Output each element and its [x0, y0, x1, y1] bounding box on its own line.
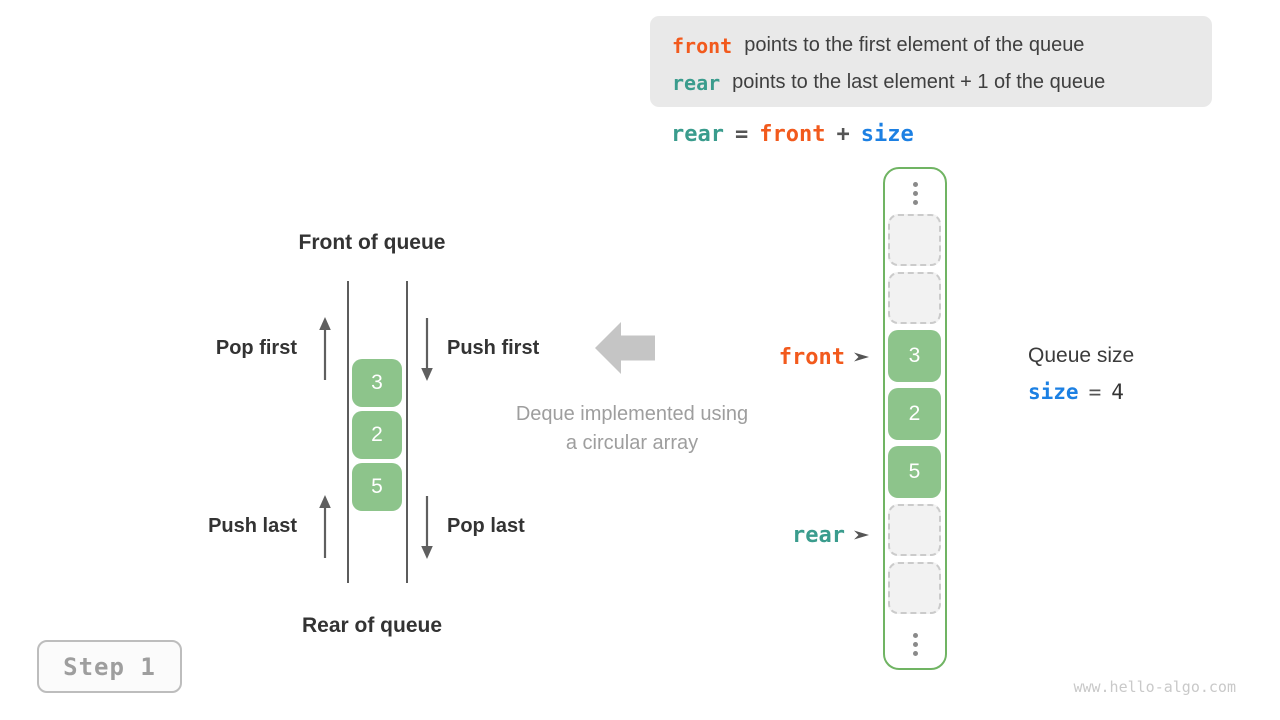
- queue-size-title: Queue size: [1028, 344, 1135, 367]
- equation-plus: +: [836, 122, 850, 147]
- rear-keyword: rear: [672, 70, 721, 95]
- equation-size: size: [860, 122, 914, 147]
- array-cell-empty-4: [888, 562, 941, 614]
- pointer-explanation-box: front points to the first element of the…: [650, 16, 1212, 107]
- caption-line-1: Deque implemented using: [515, 403, 749, 425]
- ellipsis-bottom-icon: [885, 633, 945, 656]
- rear-pointer-label: rear: [792, 522, 845, 548]
- pointer-equation: rear = front + size: [671, 122, 914, 147]
- circular-array-frame: 3 2 5: [883, 167, 947, 670]
- rear-explanation-line: rear points to the last element + 1 of t…: [672, 64, 1212, 101]
- front-of-queue-title: Front of queue: [298, 231, 446, 254]
- size-variable: size: [1028, 380, 1079, 404]
- array-cell-empty-3: [888, 504, 941, 556]
- array-cell-empty-2: [888, 272, 941, 324]
- size-equals: =: [1088, 380, 1102, 404]
- pop-first-label: Pop first: [215, 337, 297, 359]
- pop-last-down-arrow-icon: [421, 496, 433, 559]
- rear-explanation-text: points to the last element + 1 of the qu…: [732, 71, 1106, 93]
- array-cell-value-2: 2: [888, 388, 941, 440]
- watermark: www.hello-algo.com: [1073, 678, 1236, 696]
- queue-size-equation: size = 4: [1028, 380, 1124, 404]
- push-first-label: Push first: [447, 337, 540, 359]
- pop-first-up-arrow-icon: [319, 317, 331, 380]
- queue-element-2: 2: [352, 411, 402, 459]
- queue-channel-left-line: [347, 281, 349, 583]
- rear-pointer: rear: [710, 522, 870, 548]
- equation-rear: rear: [671, 122, 724, 147]
- left-block-arrow-icon: [595, 322, 655, 374]
- step-badge: Step 1: [37, 640, 182, 693]
- ellipsis-top-icon: [885, 182, 945, 205]
- rear-of-queue-title: Rear of queue: [301, 614, 443, 637]
- equation-equals: =: [734, 122, 749, 147]
- pop-last-label: Pop last: [447, 515, 525, 537]
- front-pointer-label: front: [778, 344, 845, 370]
- queue-element-5: 5: [352, 463, 402, 511]
- caption-line-2: a circular array: [565, 432, 699, 454]
- front-pointer-dart-icon: [854, 352, 869, 362]
- center-caption: Deque implemented using a circular array: [492, 400, 772, 458]
- queue-channel-right-line: [406, 281, 408, 583]
- push-last-up-arrow-icon: [319, 495, 331, 558]
- push-last-label: Push last: [208, 515, 297, 537]
- front-pointer: front: [710, 344, 870, 370]
- front-explanation-text: points to the first element of the queue: [744, 34, 1085, 56]
- size-value: 4: [1111, 380, 1124, 404]
- rear-pointer-dart-icon: [854, 530, 869, 540]
- array-cell-empty-1: [888, 214, 941, 266]
- front-keyword: front: [672, 33, 733, 58]
- queue-element-3: 3: [352, 359, 402, 407]
- array-cell-value-5: 5: [888, 446, 941, 498]
- front-explanation-line: front points to the first element of the…: [672, 27, 1212, 64]
- equation-front: front: [759, 122, 826, 147]
- push-first-down-arrow-icon: [421, 318, 433, 381]
- array-cell-value-3: 3: [888, 330, 941, 382]
